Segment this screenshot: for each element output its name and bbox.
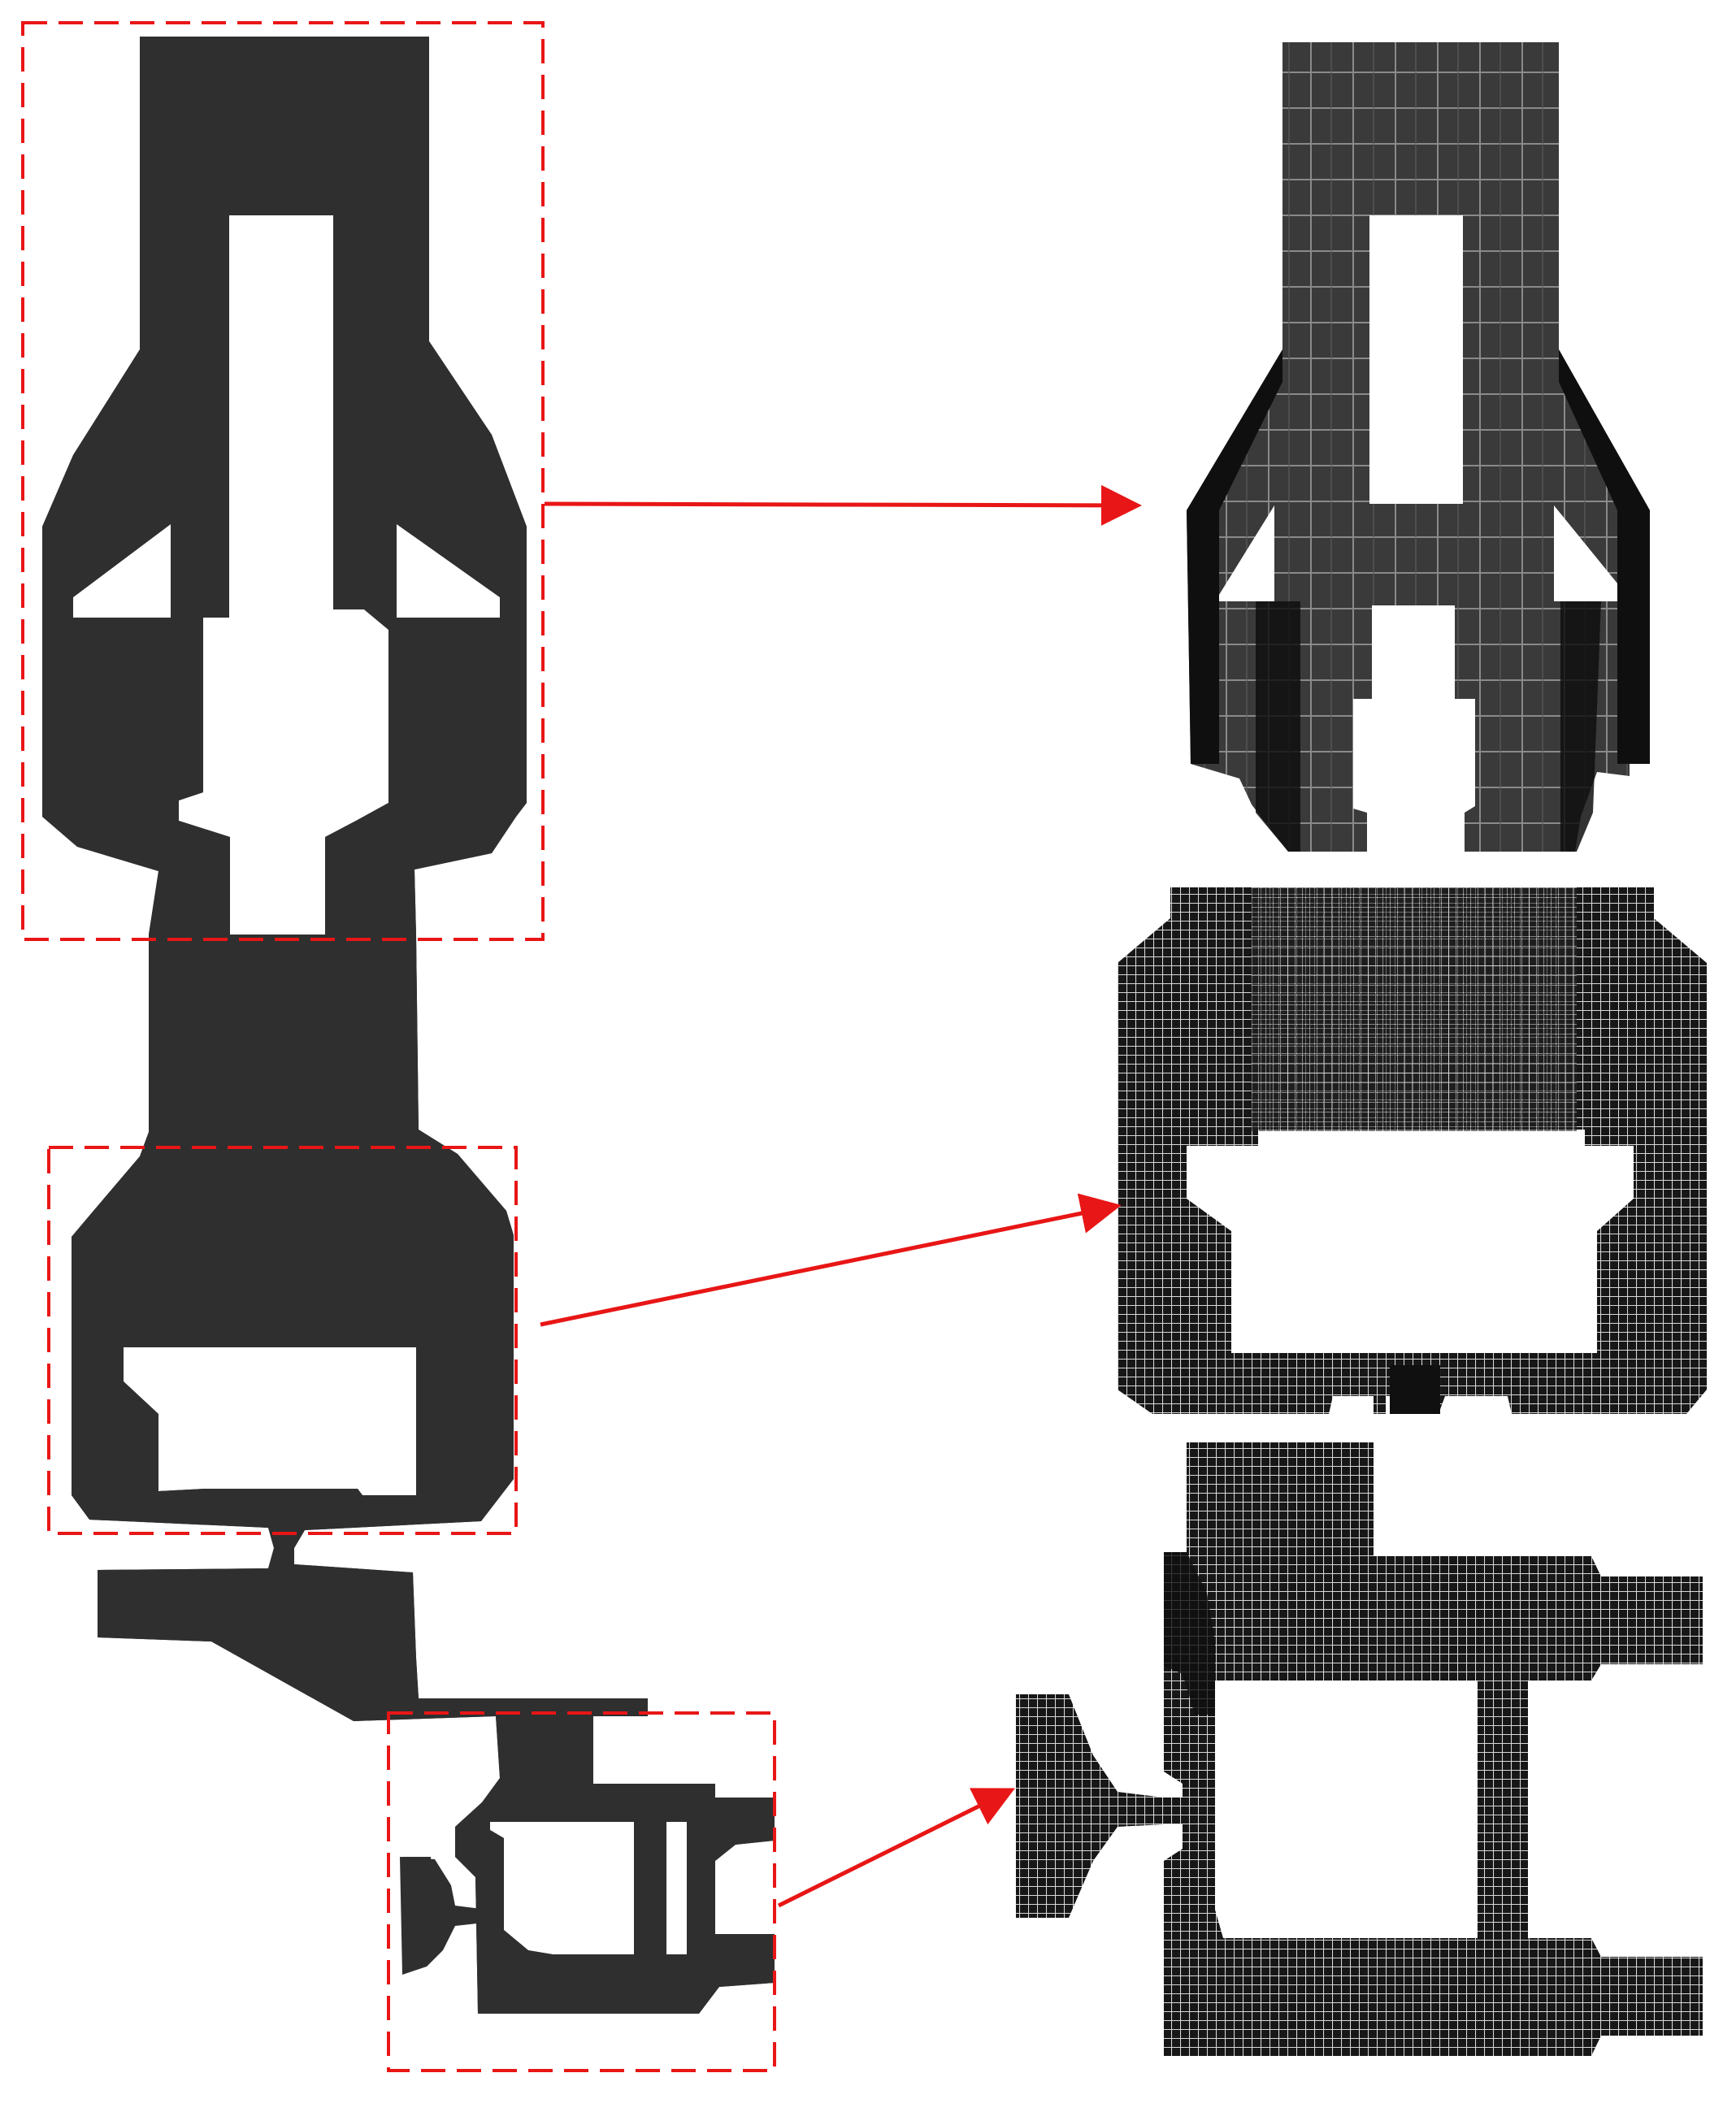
callout-box-upper	[21, 21, 545, 941]
lower-mesh-shape	[1164, 1442, 1703, 2056]
upper-mesh-dense-left	[1187, 349, 1282, 764]
callout-box-middle	[47, 1146, 518, 1535]
lower-mesh-dense-zone	[1164, 1552, 1215, 1715]
right-upper-mesh	[1187, 42, 1650, 852]
upper-mesh-dense-lower-left	[1256, 601, 1300, 852]
domain-vane	[400, 1857, 492, 1975]
middle-mesh-column-band	[1252, 887, 1577, 1131]
callouts	[21, 21, 1142, 2072]
upper-mesh-dense-right	[1559, 349, 1650, 764]
right-middle-mesh	[1118, 887, 1707, 1414]
callout-box-lower	[387, 1711, 776, 2072]
callout-arrow-lower	[777, 1788, 1015, 1908]
lower-mesh-inlet	[1016, 1694, 1188, 1918]
upper-mesh-shape	[1187, 42, 1650, 852]
right-lower-mesh	[1016, 1442, 1703, 2056]
callout-arrow-upper	[544, 484, 1142, 526]
middle-mesh-outlet	[1390, 1365, 1440, 1414]
upper-mesh-dense-lower-right	[1560, 601, 1601, 852]
left-full-domain	[42, 37, 775, 2014]
callout-arrow-middle	[540, 1193, 1122, 1327]
